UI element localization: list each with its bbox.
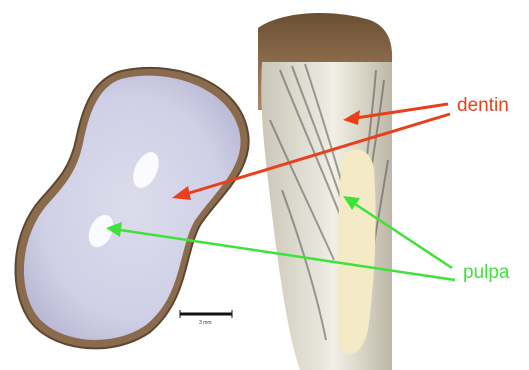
tooth-cross-section [16,68,249,349]
tooth-longitudinal-section [258,13,392,370]
dentin-label: dentin [457,96,509,115]
pulpa-label: pulpa [463,263,510,282]
scale-bar [180,310,232,318]
scale-bar-label: 3 mm [199,320,212,326]
